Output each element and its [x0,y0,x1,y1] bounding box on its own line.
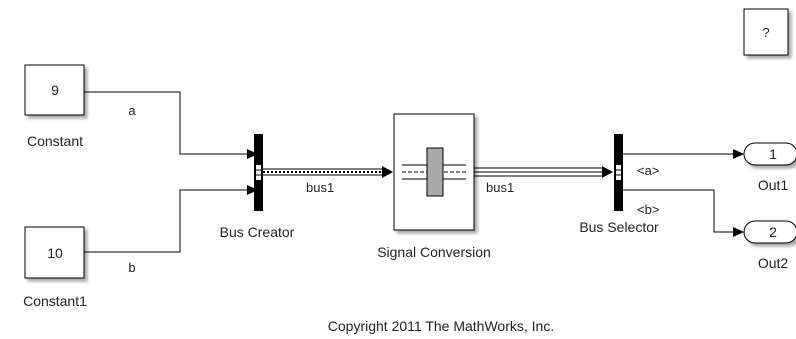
signal-line-sel-b[interactable] [623,189,744,237]
signal-label-sel-a: <a> [637,163,659,178]
bus-selector-name: Bus Selector [579,219,659,235]
bus-creator-name: Bus Creator [220,224,295,240]
signal-label-a: a [128,103,136,118]
signal-conversion-name: Signal Conversion [377,244,491,260]
signal-label-b: b [128,260,135,275]
bus1-line-in[interactable] [263,166,393,178]
bus1-line-out[interactable] [474,166,613,178]
constant1-value: 10 [47,245,63,261]
constant-name: Constant [27,133,83,149]
bus1-label-in: bus1 [306,180,334,195]
bus-creator-block[interactable] [254,134,263,211]
help-block[interactable]: ? [743,8,789,56]
bus-selector-block[interactable] [614,134,623,211]
signal-line-a[interactable] [84,91,258,159]
out1-name: Out1 [758,177,789,193]
out1-port-block[interactable]: 1 [743,142,796,166]
constant-block[interactable]: 9 [24,64,85,116]
out1-port-number: 1 [769,146,777,162]
signal-line-b[interactable] [84,185,258,253]
constant1-block[interactable]: 10 [24,226,85,279]
help-block-label: ? [762,25,769,40]
signal-label-sel-b: <b> [637,202,659,217]
out2-name: Out2 [758,255,789,271]
constant1-name: Constant1 [23,293,87,309]
copyright-text: Copyright 2011 The MathWorks, Inc. [328,318,554,334]
signal-line-sel-a[interactable] [623,149,744,159]
out2-port-block[interactable]: 2 [743,220,796,244]
out2-port-number: 2 [769,224,777,240]
signal-conversion-block[interactable] [393,113,475,231]
constant-value: 9 [51,82,59,98]
bus1-label-out: bus1 [486,180,514,195]
